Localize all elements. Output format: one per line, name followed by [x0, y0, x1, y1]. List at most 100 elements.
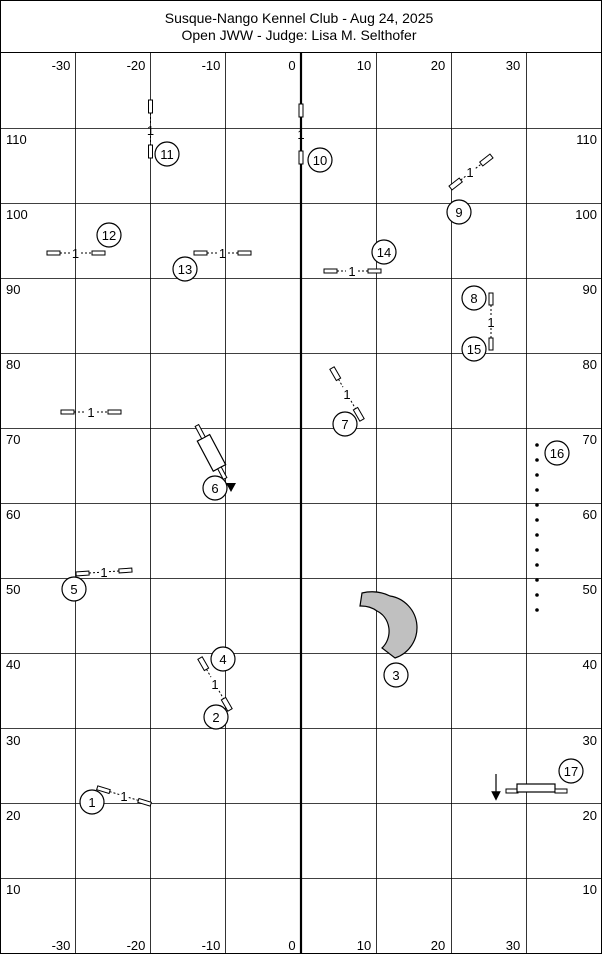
number-marker-3: 3 [383, 662, 409, 688]
jump-bar-label: 1 [219, 246, 226, 261]
jump-12: 1 [46, 246, 106, 261]
svg-text:8: 8 [470, 291, 477, 306]
y-tick-label: 60 [6, 507, 20, 522]
svg-text:6: 6 [211, 481, 218, 496]
y-tick-label: 110 [576, 132, 597, 147]
svg-text:11: 11 [160, 147, 174, 162]
number-marker-8: 8 [461, 285, 487, 311]
jump-1 [96, 785, 152, 807]
y-axis-right: 110 100 90 80 70 60 50 40 30 20 10 [575, 132, 597, 897]
number-marker-2: 2 [203, 704, 229, 730]
jump-14: 1 [323, 264, 382, 279]
y-tick-label: 30 [583, 733, 597, 748]
jump-bar-label: 1 [120, 789, 127, 804]
svg-text:5: 5 [70, 582, 77, 597]
y-tick-label: 50 [583, 582, 597, 597]
y-tick-label: 80 [583, 357, 597, 372]
y-tick-label: 50 [6, 582, 20, 597]
x-tick-label: 0 [288, 58, 295, 73]
svg-text:10: 10 [313, 153, 327, 168]
svg-text:14: 14 [377, 245, 391, 260]
y-tick-label: 10 [583, 882, 597, 897]
svg-text:12: 12 [102, 228, 116, 243]
svg-text:2: 2 [212, 710, 219, 725]
jump-7 [329, 366, 365, 422]
svg-text:13: 13 [178, 262, 192, 277]
y-axis-left: 110 100 90 80 70 60 50 40 30 20 10 [6, 132, 28, 897]
svg-text:17: 17 [564, 764, 578, 779]
x-tick-label: 10 [357, 938, 371, 953]
x-tick-label: -30 [52, 58, 71, 73]
number-marker-12: 12 [96, 222, 122, 248]
number-marker-4: 4 [210, 646, 236, 672]
jump-bar-label: 1 [87, 405, 94, 420]
svg-text:9: 9 [455, 205, 462, 220]
x-tick-label: 30 [506, 58, 520, 73]
jump-17 [505, 783, 568, 794]
jump-bar-label: 1 [100, 565, 107, 580]
y-tick-label: 40 [6, 657, 20, 672]
number-marker-1: 1 [79, 789, 105, 815]
y-tick-label: 110 [6, 132, 27, 147]
svg-text:3: 3 [392, 668, 399, 683]
jump-11: 1 [147, 99, 154, 159]
jump-bar-label: 1 [348, 264, 355, 279]
y-tick-label: 90 [583, 282, 597, 297]
x-axis-bottom: -30 -20 -10 0 10 20 30 [52, 938, 521, 953]
jump-8-15: 1 [487, 292, 495, 351]
y-tick-label: 70 [583, 432, 597, 447]
number-marker-6: 6 [202, 475, 228, 501]
y-tick-label: 90 [6, 282, 20, 297]
x-tick-label: 20 [431, 938, 445, 953]
jump-13: 1 [193, 246, 252, 261]
x-tick-label: -30 [52, 938, 71, 953]
y-tick-label: 60 [583, 507, 597, 522]
number-marker-16: 16 [544, 440, 570, 466]
number-marker-5: 5 [61, 576, 87, 602]
course-number-markers: 1 2 3 4 5 6 7 8 [61, 141, 584, 815]
number-marker-15: 15 [461, 336, 487, 362]
jump-unnumbered: 1 [60, 405, 122, 420]
x-tick-label: -20 [127, 58, 146, 73]
y-tick-label: 40 [583, 657, 597, 672]
number-marker-10: 10 [307, 147, 333, 173]
jump-bar-label: 1 [466, 165, 473, 180]
svg-text:15: 15 [467, 342, 481, 357]
y-tick-label: 100 [575, 207, 597, 222]
svg-text:1: 1 [88, 795, 95, 810]
jump-bar-label: 1 [343, 387, 350, 402]
obstacle-6-panel [194, 423, 228, 481]
y-tick-label: 20 [6, 808, 20, 823]
jump-2-4 [197, 656, 233, 712]
jump-10: 1 [297, 103, 305, 165]
x-tick-label: -10 [202, 938, 221, 953]
y-tick-label: 30 [6, 733, 20, 748]
course-title: Susque-Nango Kennel Club - Aug 24, 2025 [165, 10, 434, 26]
y-tick-label: 80 [6, 357, 20, 372]
number-marker-9: 9 [446, 199, 472, 225]
svg-text:7: 7 [341, 417, 348, 432]
y-tick-label: 100 [6, 207, 28, 222]
x-tick-label: 30 [506, 938, 520, 953]
jump-bar-label: 1 [72, 246, 79, 261]
number-marker-14: 14 [371, 239, 397, 265]
jump-bar-label: 1 [147, 123, 154, 138]
start-arrow-icon [226, 483, 236, 492]
jump-bar-label: 1 [211, 677, 218, 692]
y-tick-label: 70 [6, 432, 20, 447]
x-tick-label: 10 [357, 58, 371, 73]
jump-bar-label: 1 [297, 127, 304, 142]
x-tick-label: -20 [127, 938, 146, 953]
number-marker-13: 13 [172, 256, 198, 282]
svg-text:16: 16 [550, 446, 564, 461]
number-marker-17: 17 [558, 758, 584, 784]
svg-text:4: 4 [219, 652, 226, 667]
number-marker-7: 7 [332, 411, 358, 437]
x-tick-label: -10 [202, 58, 221, 73]
weave-poles-16 [535, 443, 539, 612]
jump-bar-label: 1 [487, 315, 494, 330]
y-tick-label: 20 [583, 808, 597, 823]
course-subtitle: Open JWW - Judge: Lisa M. Selthofer [182, 27, 417, 43]
